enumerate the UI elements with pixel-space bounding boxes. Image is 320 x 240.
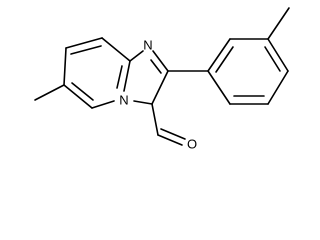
bond-aryl-1-inner	[215, 46, 234, 73]
bond-c2-c3	[151, 70, 169, 105]
bond-n1-c2	[152, 50, 169, 72]
bond-aryl-3	[267, 38, 289, 72]
bond-c4-c3	[63, 84, 93, 109]
bond-methyl-left	[34, 84, 65, 101]
bond-aryl-6	[207, 70, 231, 105]
bond-c8a-n4-inner	[116, 65, 123, 89]
nitrogen-label-bridgehead: N	[119, 93, 128, 108]
oxygen-label: O	[187, 137, 197, 152]
bond-co-double-2	[160, 128, 186, 140]
bond-aryl-3-inner	[264, 46, 281, 72]
bond-c3-c2	[63, 47, 67, 86]
tolyl-ring	[167, 7, 290, 105]
bond-c8a-n1	[129, 50, 144, 62]
bond-c5-c6-inner	[70, 45, 102, 55]
chemical-structure-diagram: N N O	[34, 7, 290, 152]
bond-c4-c3-inner	[71, 82, 94, 101]
bond-c8a-n4	[123, 60, 131, 92]
atom-labels: N N O	[119, 38, 197, 152]
aldehyde-group	[151, 103, 186, 146]
bond-c3-n4	[133, 100, 153, 105]
bond-c6-c8a	[101, 37, 131, 62]
bond-c3-cho	[151, 103, 159, 136]
bond-aryl-1	[207, 38, 231, 72]
bond-co-double-1	[157, 134, 183, 146]
nitrogen-label-imine: N	[143, 38, 152, 53]
bond-n4-c4	[91, 100, 115, 109]
imidazole-ring	[129, 50, 169, 105]
pyridine-ring	[34, 37, 131, 109]
bond-aryl-4	[267, 70, 289, 105]
bond-methyl-right	[267, 7, 290, 40]
bond-c5-c6	[65, 37, 103, 49]
bond-n1-c2-inner	[150, 59, 162, 74]
